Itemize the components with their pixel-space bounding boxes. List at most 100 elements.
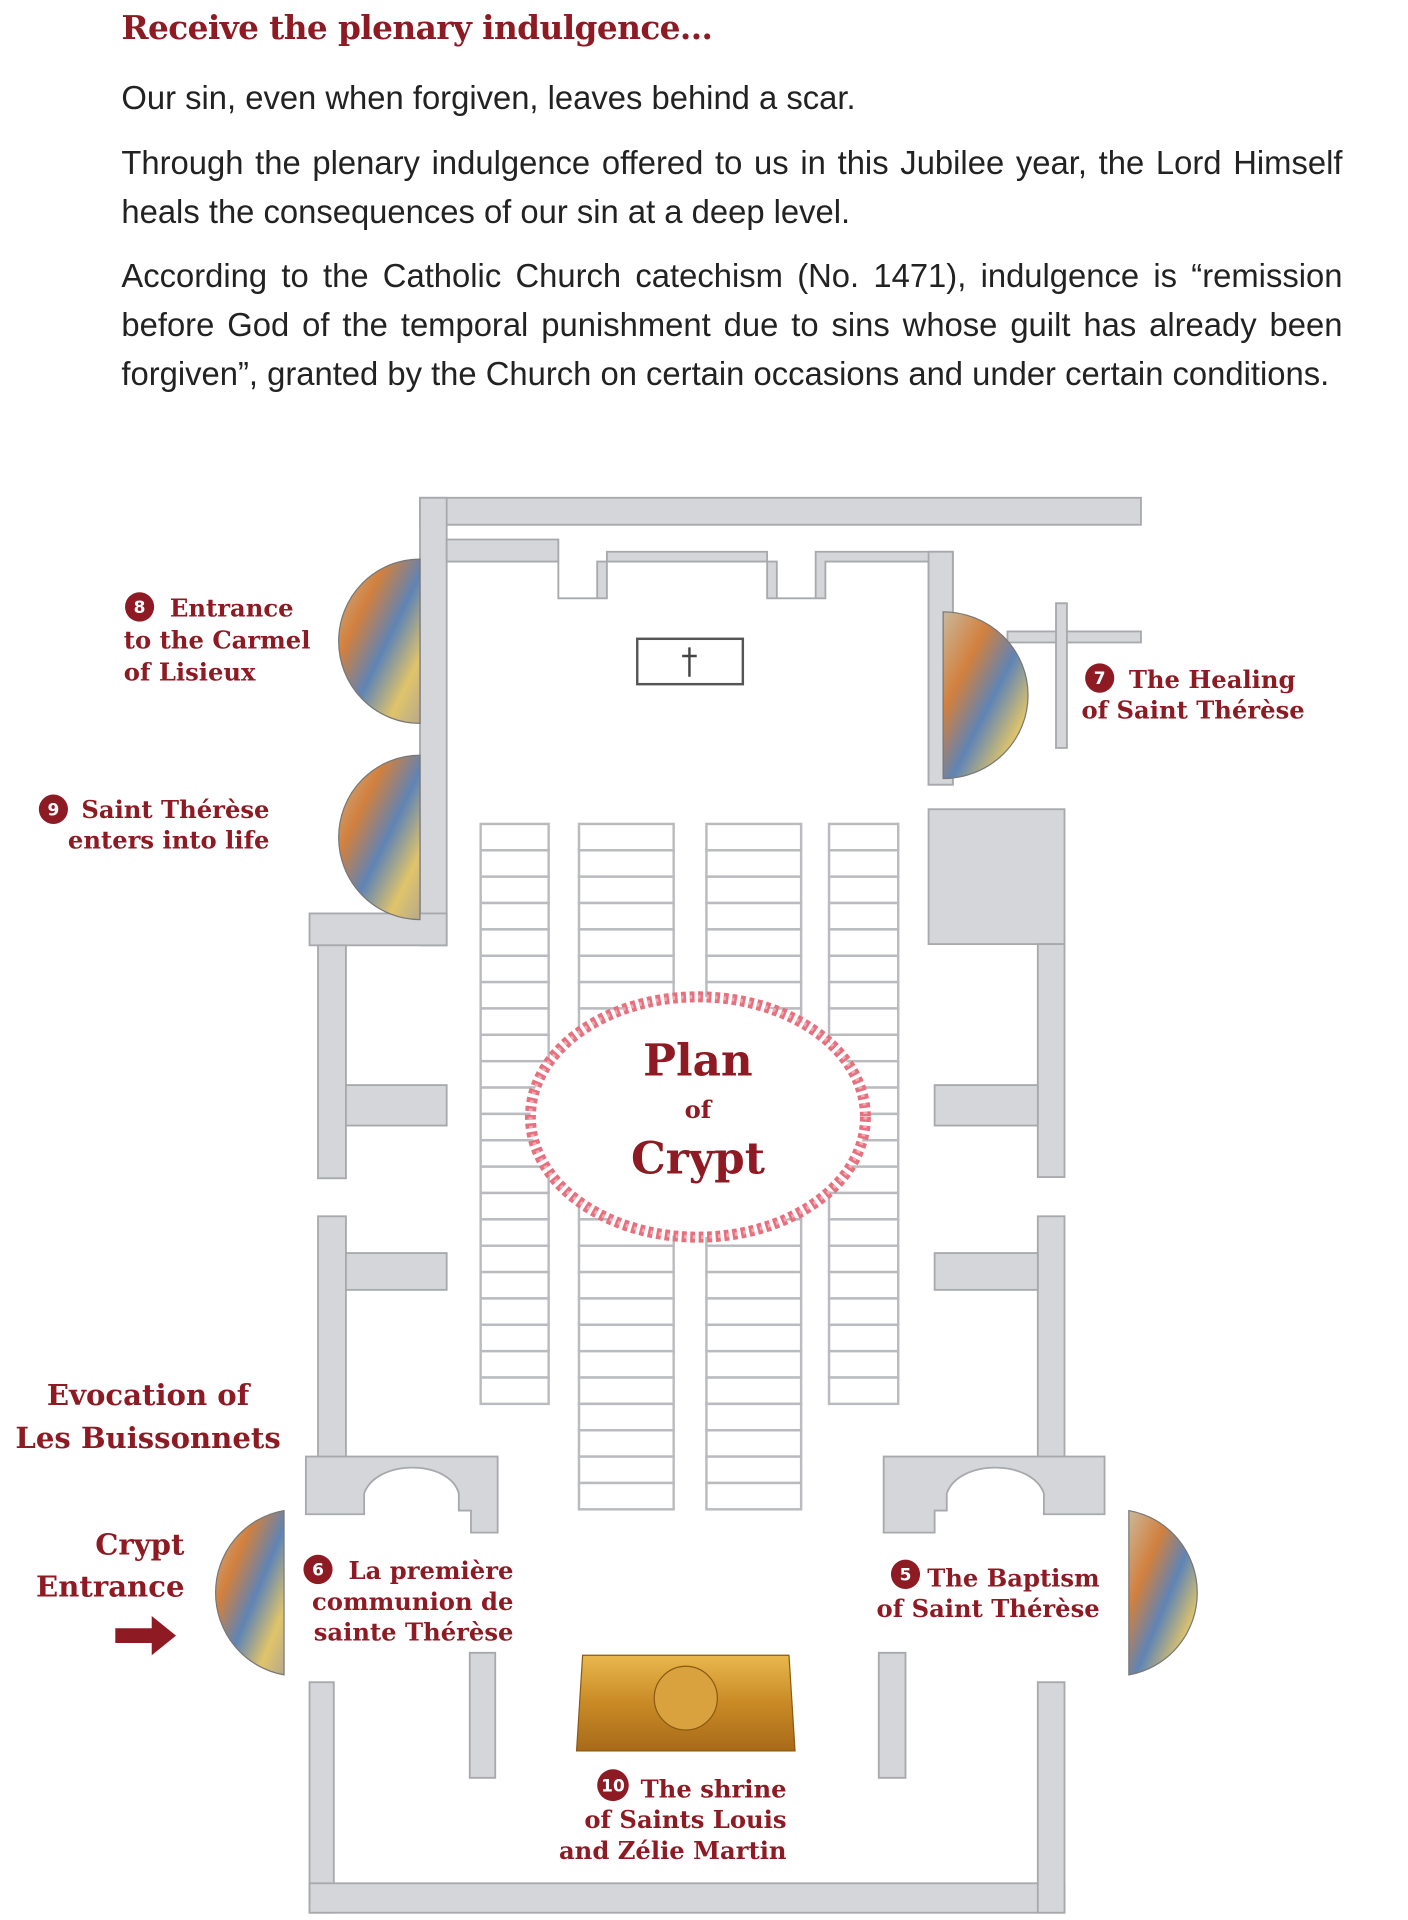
mosaic-8[interactable] [338,558,421,725]
pew [827,1270,900,1300]
pew [577,1481,675,1511]
mosaic-6[interactable] [215,1509,285,1676]
pew [705,1376,803,1406]
pew [577,1244,675,1274]
pew [827,1323,900,1353]
pew [705,928,803,957]
station-label: and Zélie Martin [559,1836,787,1865]
pew [479,1033,550,1063]
pew [577,1297,675,1327]
station-number: 7 [1094,669,1106,689]
pew [479,1376,550,1406]
station-9-label[interactable]: 9 Saint Thérèse enters into life [38,794,270,855]
station-label: La première [349,1556,514,1585]
station-label: to the Carmel [124,625,311,654]
station-number: 5 [900,1565,912,1585]
station-label: The shrine [641,1774,787,1803]
mosaic-7[interactable] [942,611,1029,780]
pew [705,849,803,878]
pew [577,1455,675,1485]
pew [827,849,900,878]
pew [827,1376,900,1406]
page-title: Receive the plenary indulgence... [121,9,713,48]
pew [827,954,900,984]
pew [577,849,675,878]
pew [827,1349,900,1379]
pew [705,1244,803,1274]
station-10-label[interactable]: 10 The shrine of Saints Louis and Zélie … [559,1769,787,1865]
station-label: Saint Thérèse [81,795,269,824]
pew [705,1402,803,1432]
pew [827,875,900,905]
pew [479,849,550,878]
station-label: The Healing [1129,665,1296,694]
station-label: of Saint Thérèse [877,1594,1100,1623]
pew [827,1218,900,1247]
paragraph-3: According to the Catholic Church catechi… [121,257,1343,393]
plan-title-line2: of [685,1095,713,1124]
station-label: of Saint Thérèse [1081,695,1304,724]
plan-title-line3: Crypt [631,1133,766,1184]
pew [577,1402,675,1432]
station-number: 10 [601,1776,625,1796]
station-8-label[interactable]: 8 Entrance to the Carmel of Lisieux [124,592,311,687]
pew [705,1455,803,1485]
station-5-label[interactable]: 5 The Baptism of Saint Thérèse [877,1559,1100,1624]
station-label: The Baptism [927,1563,1100,1592]
pew [577,1323,675,1353]
shrine-image[interactable] [575,1654,796,1752]
pew [479,954,550,984]
pew [479,1007,550,1037]
pew [705,1429,803,1458]
pew [479,1349,550,1379]
pew [577,954,675,984]
station-label: of Lisieux [124,657,256,686]
crypt-entrance[interactable]: Crypt Entrance [36,1528,185,1656]
paragraph-2: Through the plenary indulgence offered t… [121,144,1343,231]
entrance-line: Crypt [95,1528,185,1562]
pew [577,901,675,931]
pew [577,822,675,852]
pew [827,1297,900,1327]
pew [827,1191,900,1221]
pew [705,1481,803,1511]
arrow-right-icon [115,1615,177,1656]
pew [827,1007,900,1037]
pew [479,1323,550,1353]
pew [827,901,900,931]
station-6-label[interactable]: 6 La première communion de sainte Thérès… [303,1554,514,1647]
plan-title-line1: Plan [643,1035,753,1086]
pew [479,901,550,931]
station-label: Entrance [170,594,294,623]
mosaics [215,558,1198,1676]
pew [827,822,900,852]
pew [827,928,900,957]
walls [304,496,1142,1914]
pew [577,1376,675,1406]
station-number: 6 [312,1560,324,1580]
pew [705,1270,803,1300]
pew [577,1349,675,1379]
pew [705,875,803,905]
evocation-label: Evocation of Les Buissonnets [15,1378,280,1455]
altar [636,637,745,686]
station-label: enters into life [68,825,270,854]
cross-icon [682,647,697,677]
pew [577,1429,675,1458]
entrance-line: Entrance [36,1569,184,1603]
pew [479,822,550,852]
pew [577,1270,675,1300]
station-number: 9 [47,800,59,820]
evocation-line: Les Buissonnets [15,1421,280,1455]
station-label: communion de [312,1587,513,1616]
mosaic-9[interactable] [338,754,421,921]
pew [705,1297,803,1327]
pew [705,822,803,852]
pew [479,980,550,1010]
mosaic-5[interactable] [1128,1509,1198,1676]
pew [479,875,550,905]
pew [705,1349,803,1379]
pew [479,1297,550,1327]
station-7-label[interactable]: 7 The Healing of Saint Thérèse [1081,663,1305,725]
station-number: 8 [134,598,146,618]
